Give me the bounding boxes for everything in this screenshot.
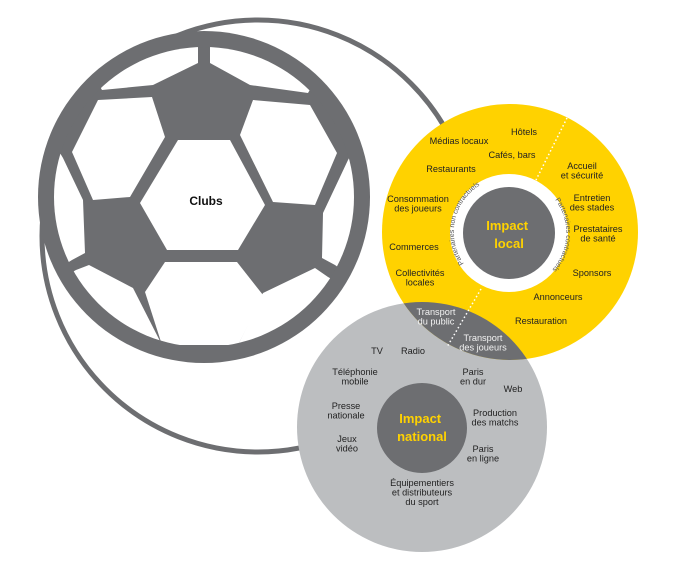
item-line: Équipementiers (390, 478, 454, 488)
item-line: Transport (417, 307, 456, 317)
item-line: en ligne (467, 454, 499, 464)
item-line: Téléphonie (332, 367, 377, 377)
item-line: et sécurité (561, 171, 603, 181)
item-line: nationale (327, 411, 364, 421)
national-item: Web (504, 384, 523, 394)
item-line: des stades (570, 203, 615, 213)
national-item: Radio (401, 346, 425, 356)
impact-local-title: Impact local (486, 218, 532, 251)
item-line: Transport (464, 333, 503, 343)
local-core (463, 187, 555, 279)
item-line: Paris (463, 367, 484, 377)
impact-national-title: Impact national (397, 411, 447, 444)
national-core (377, 383, 467, 473)
item-line: locales (406, 278, 435, 288)
item-line: TV (371, 346, 384, 356)
item-line: Jeux (337, 434, 357, 444)
item-line: Hôtels (511, 127, 537, 137)
item-line: Annonceurs (533, 292, 582, 302)
item-line: vidéo (336, 444, 358, 454)
local-item: Médias locaux (430, 136, 489, 146)
local-item: Commerces (389, 242, 439, 252)
clubs-label: Clubs (189, 194, 223, 208)
item-line: Restauration (515, 316, 567, 326)
item-line: Paris (473, 444, 494, 454)
item-line: Prestataires (573, 224, 622, 234)
item-line: et distributeurs (392, 488, 453, 498)
soccer-ball-icon: Clubs (38, 31, 370, 363)
item-line: Cafés, bars (489, 150, 536, 160)
local-item: Annonceurs (533, 292, 582, 302)
item-line: Collectivités (395, 268, 444, 278)
item-line: Sponsors (573, 268, 612, 278)
national-item: TV (371, 346, 384, 356)
item-line: des matchs (472, 418, 519, 428)
item-line: de santé (580, 234, 615, 244)
item-line: des joueurs (394, 204, 442, 214)
item-line: du public (418, 317, 455, 327)
item-line: Médias locaux (430, 136, 489, 146)
item-line: Web (504, 384, 523, 394)
local-item: Hôtels (511, 127, 537, 137)
local-item: Restaurants (426, 164, 476, 174)
item-line: mobile (341, 377, 368, 387)
divider-dotted-bottom (446, 288, 482, 348)
item-line: Restaurants (426, 164, 476, 174)
item-line: Accueil (567, 161, 597, 171)
item-line: du sport (405, 497, 439, 507)
local-item: Sponsors (573, 268, 612, 278)
item-line: Production (473, 408, 517, 418)
item-line: Commerces (389, 242, 439, 252)
item-line: Consommation (387, 194, 449, 204)
item-line: en dur (460, 377, 486, 387)
item-line: Entretien (574, 193, 611, 203)
item-line: Presse (332, 401, 361, 411)
item-line: Radio (401, 346, 425, 356)
item-line: des joueurs (459, 343, 507, 353)
local-item: Cafés, bars (489, 150, 536, 160)
local-item: Restauration (515, 316, 567, 326)
